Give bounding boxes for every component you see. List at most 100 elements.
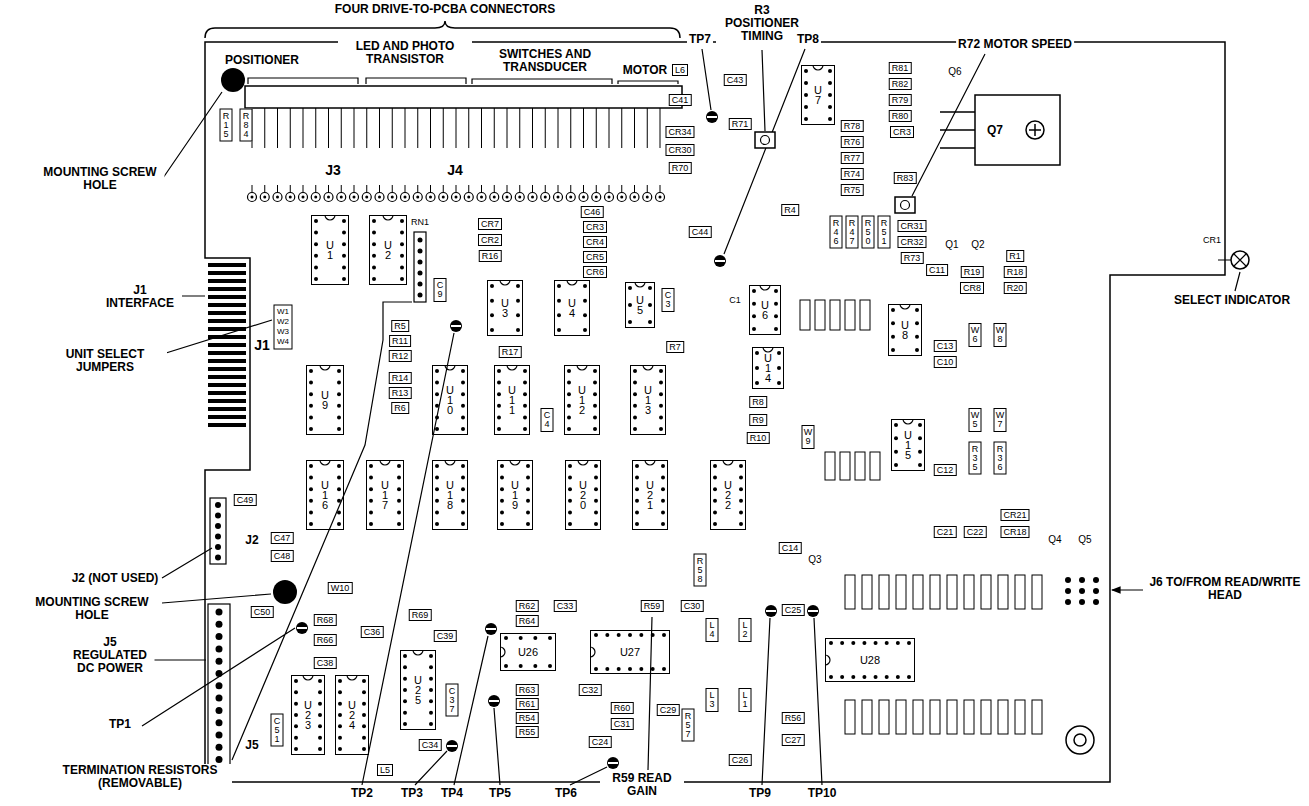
component-designator: L6 — [672, 64, 688, 76]
connector-lead — [264, 108, 265, 148]
ic-pin — [362, 690, 366, 694]
connector-pin-hole — [659, 196, 662, 199]
component-designator: R18 — [1004, 266, 1027, 278]
component-designator: R64 — [516, 615, 539, 627]
header-pin — [215, 502, 221, 508]
trimpot-body — [755, 132, 775, 148]
ic-pin — [583, 313, 587, 317]
component-designator: R35 — [969, 442, 982, 475]
ic-pin — [633, 404, 637, 408]
ic-chip: U17 — [366, 460, 404, 530]
test-point — [296, 622, 308, 634]
ic-pin — [915, 348, 919, 352]
ic-label: U15 — [903, 430, 914, 460]
ic-pin — [500, 464, 504, 468]
header-pin — [215, 544, 221, 550]
ic-pin — [500, 499, 504, 503]
ic-pin — [774, 327, 778, 331]
component-designator: R12 — [389, 350, 412, 362]
component-designator: W5 — [969, 408, 982, 432]
component-designator: C4 — [541, 408, 554, 432]
ic-pin — [342, 231, 346, 235]
ic-pin — [635, 487, 639, 491]
connector-pin-hole — [531, 196, 534, 199]
ic-pin — [519, 636, 523, 640]
component-designator: R74 — [841, 168, 864, 180]
connector-pin-hole — [595, 196, 598, 199]
ic-pin — [461, 510, 465, 514]
ic-label: U12 — [577, 385, 588, 415]
ic-pin — [659, 404, 663, 408]
connector-pin — [388, 193, 397, 202]
connector-lead — [519, 108, 520, 148]
ic-pin — [435, 487, 439, 491]
connector-lead — [647, 108, 648, 148]
header-pin — [216, 658, 223, 665]
ic-pin — [318, 736, 322, 740]
ic-pin — [397, 510, 401, 514]
edge-finger — [208, 343, 246, 347]
ic-pin — [309, 499, 313, 503]
ic-label: U9 — [320, 390, 331, 410]
ic-pin — [828, 105, 832, 109]
connector-lead — [634, 108, 635, 148]
edge-finger — [208, 335, 246, 339]
network-pin — [418, 238, 423, 243]
ic-pin — [885, 675, 889, 679]
leader-line — [142, 49, 1240, 785]
connector-lead — [558, 108, 559, 148]
ic-pin — [777, 366, 781, 370]
ic-chip: U1 — [311, 215, 349, 285]
callout-label: MOUNTING SCREW HOLE — [28, 596, 157, 622]
callout-label: LED AND PHOTO TRANSISTOR — [338, 40, 472, 66]
head-connector-pad — [1093, 577, 1099, 583]
connector-lead — [468, 108, 469, 148]
callout-label: FOUR DRIVE-TO-PCBA CONNECTORS — [333, 3, 557, 16]
ic-pin — [435, 464, 439, 468]
ic-pin — [896, 675, 900, 679]
callout-label: TP6 — [553, 787, 579, 800]
ic-pin — [337, 404, 341, 408]
ic-pin — [661, 476, 665, 480]
resistor-outline — [947, 575, 957, 609]
component-designator: R82 — [889, 78, 912, 90]
trimpot-wiper — [761, 136, 770, 145]
ic-pin — [628, 320, 632, 324]
ic-pin — [523, 404, 527, 408]
ic-pin — [318, 724, 322, 728]
ic-label: U17 — [380, 480, 391, 510]
component-designator: C27 — [782, 734, 805, 746]
connector-bracket — [248, 78, 678, 84]
test-point-bar — [766, 610, 776, 612]
ic-pin — [435, 499, 439, 503]
connector-pin — [452, 193, 461, 202]
ic-pin — [400, 265, 404, 269]
resistor-outline — [913, 575, 923, 609]
ic-pin — [497, 392, 501, 396]
ic-pin — [739, 464, 743, 468]
ic-pin — [429, 654, 433, 658]
ic-label: U27 — [620, 647, 640, 657]
test-point-bar — [451, 325, 461, 327]
connector-lead — [417, 185, 418, 193]
ic-pin — [516, 299, 520, 303]
ic-pin — [362, 713, 366, 717]
ic-pin — [739, 522, 743, 526]
ic-pin — [583, 299, 587, 303]
head-connector-pad — [1079, 577, 1085, 583]
ic-pin — [661, 510, 665, 514]
ic-chip: U7 — [801, 65, 835, 125]
connector-lead — [621, 185, 622, 193]
ic-pin — [497, 404, 501, 408]
ic-pin — [583, 284, 587, 288]
ic-pin — [915, 321, 919, 325]
component-designator: CR3 — [583, 221, 607, 233]
board-marking: Q2 — [971, 240, 984, 250]
resistor-network — [414, 232, 426, 302]
ic-pin — [533, 636, 537, 640]
ic-pin — [461, 392, 465, 396]
ic-chip: U13 — [630, 365, 666, 435]
connector-pin — [490, 193, 499, 202]
connector-pin-hole — [480, 196, 483, 199]
component-designator: C49 — [234, 494, 257, 506]
